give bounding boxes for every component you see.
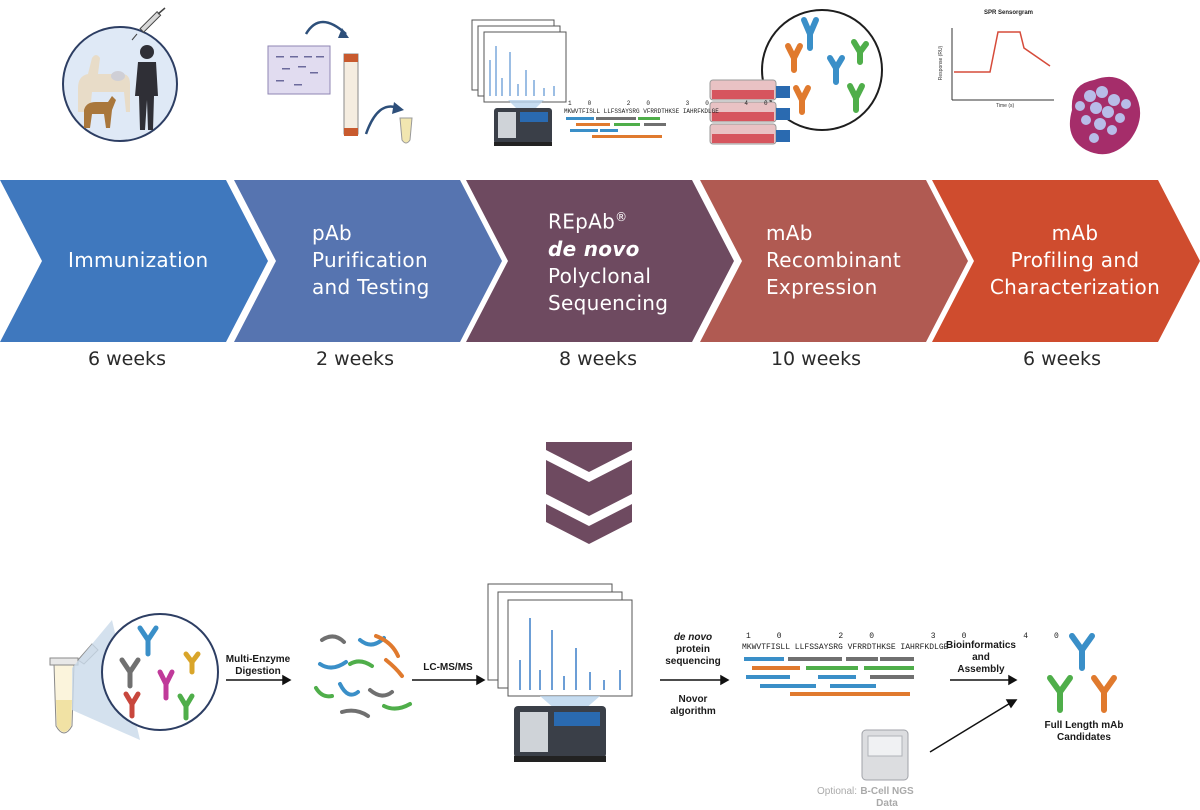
optional-label: Optional:: [816, 786, 858, 797]
process-chevrons: [0, 180, 1200, 342]
down-chevron-icon: [546, 442, 632, 544]
chevron-purification: [234, 180, 502, 342]
duration-2: 2 weeks: [316, 348, 394, 370]
workflow-arrows: [226, 674, 1018, 753]
candidate-antibodies-icon: [1047, 633, 1117, 713]
bioinformatics-label: Bioinformatics and Assembly: [945, 640, 1016, 675]
purification-icon: [267, 20, 413, 144]
ngs-sequencer-icon: [861, 729, 909, 781]
novor-label: Novor algorithm: [670, 694, 716, 717]
candidates-label: Full Length mAb Candidates: [1044, 720, 1124, 743]
spr-xlabel: Time (s): [996, 103, 1015, 109]
step-5-label: mAb Profiling and Characterization: [989, 221, 1161, 299]
duration-3: 8 weeks: [559, 348, 637, 370]
digestion-label: Multi-Enzyme Digestion: [225, 654, 291, 677]
chevron-expression: [700, 180, 968, 342]
step-3-label: REpAb® de novo Polyclonal Sequencing: [548, 209, 669, 315]
chevron-characterization: [932, 180, 1200, 342]
step-4-label: mAb Recombinant Expression: [766, 221, 902, 299]
spr-title: SPR Sensorgram: [984, 10, 1034, 16]
duration-4: 10 weeks: [770, 348, 862, 370]
bottom-sequence-alignment: [744, 657, 914, 696]
top-sequence-ticks: 10 20 30 40: [568, 100, 784, 107]
expression-icon: [709, 9, 883, 145]
bottom-sequence-text: MKWVTFISLL LLFSSAYSRG VFRRDTHKSE IAHRFKD…: [742, 643, 949, 652]
lcms-instrument-icon: [487, 583, 633, 762]
immunization-icon: [62, 7, 178, 142]
spr-ylabel: Response (RU): [938, 45, 945, 81]
ngs-label: B-Cell NGS Data: [860, 786, 914, 809]
protein-structure-icon: [1069, 76, 1141, 155]
peptides-icon: [314, 634, 412, 718]
workflow-graphics: [49, 583, 1117, 781]
bottom-sequence-ticks: 10 20 30 40: [746, 632, 1085, 641]
chevron-sequencing: [466, 180, 734, 342]
mass-spec-icon: [471, 19, 567, 146]
spr-sensorgram-icon: [951, 28, 1054, 101]
step-2-label: pAb Purification and Testing: [312, 221, 430, 299]
denovo-label: de novo protein sequencing: [665, 632, 721, 667]
step-1-label: Immunization: [68, 248, 209, 272]
antibody-mix-icon: [101, 613, 219, 731]
lcms-label: LC-MS/MS: [423, 662, 473, 673]
top-sequence-alignment: [566, 117, 666, 138]
chevron-immunization: [0, 180, 268, 342]
duration-5: 6 weeks: [1023, 348, 1101, 370]
top-sequence-text: MKWVTFISLL LLFSSAYSRG VFRRDTHKSE IAHRFKD…: [564, 108, 719, 115]
duration-1: 6 weeks: [88, 348, 166, 370]
top-illustrations: [62, 7, 1141, 155]
